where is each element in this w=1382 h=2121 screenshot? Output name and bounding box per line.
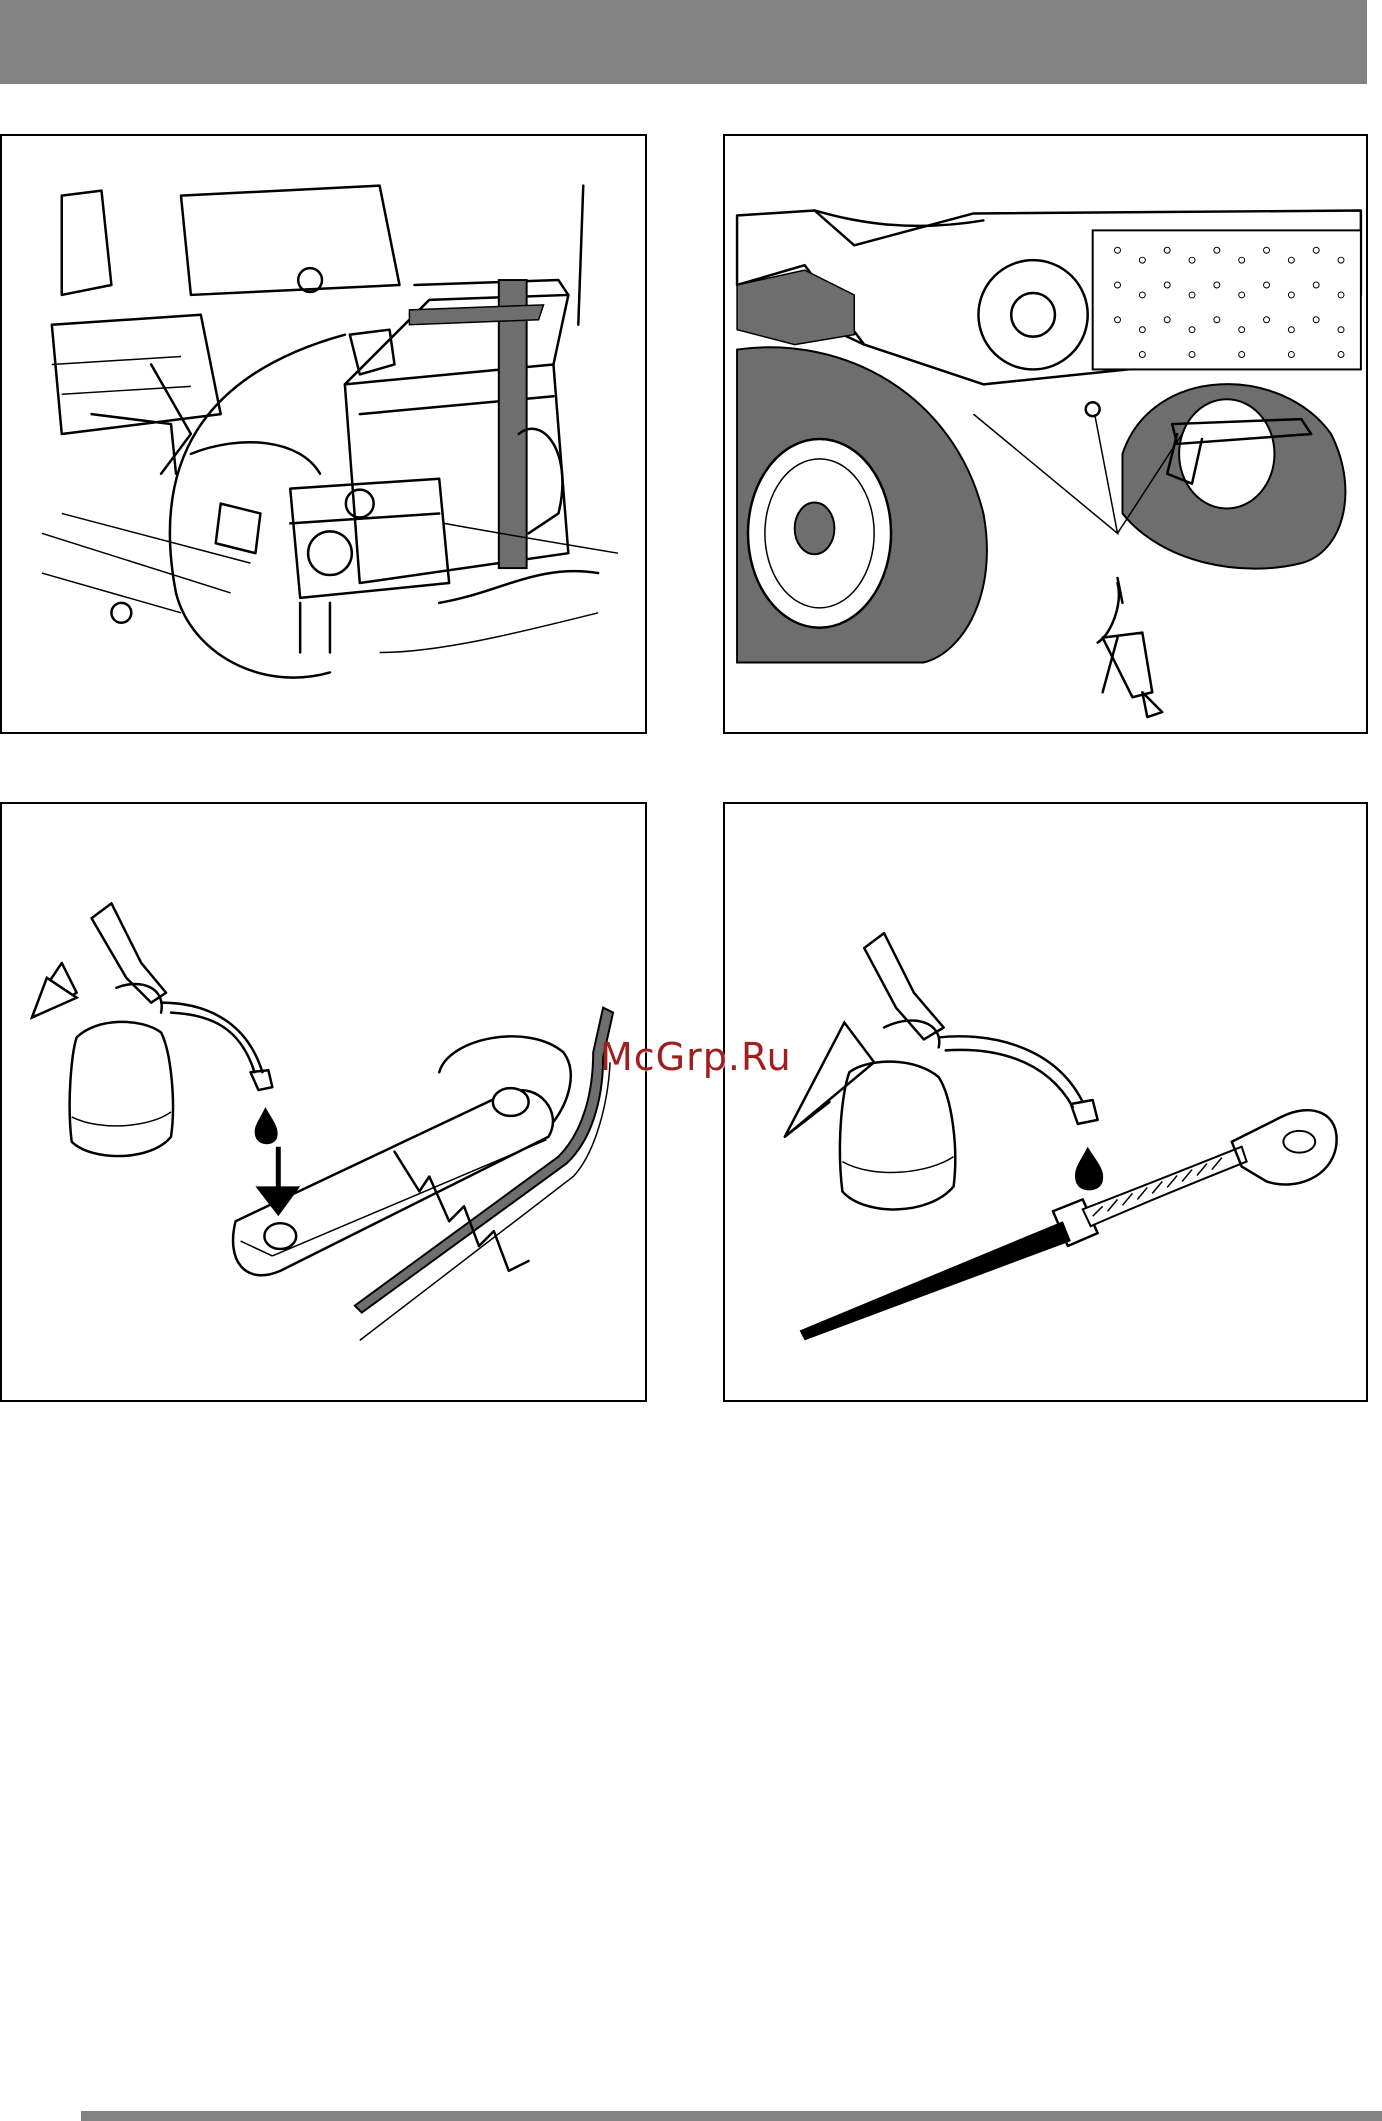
figure-oil-linkage-arm <box>0 802 647 1402</box>
cable-eyelet <box>1232 1110 1337 1184</box>
cable-sheath <box>800 1221 1071 1340</box>
oil-cable-illustration <box>725 804 1366 1400</box>
lube-point <box>264 1223 296 1249</box>
oil-linkage-illustration <box>2 804 645 1400</box>
header-bar <box>0 0 1367 84</box>
perforated-shield <box>1093 230 1361 369</box>
oil-can-icon <box>785 933 1103 1209</box>
grease-gun <box>1098 578 1163 717</box>
front-right-wheel <box>1122 384 1345 569</box>
battery-strap <box>499 280 527 568</box>
arrow-down-icon <box>255 1147 300 1217</box>
front-left-wheel <box>737 347 987 662</box>
battery-engine-illustration <box>2 136 645 732</box>
figure-battery-engine <box>0 134 647 734</box>
footer-bar <box>81 2111 1382 2121</box>
figure-wheel-grease-gun <box>723 134 1368 734</box>
control-cable <box>800 1110 1337 1340</box>
battery <box>345 280 569 583</box>
oil-can-icon <box>32 903 278 1156</box>
break-line-icon <box>395 1152 529 1271</box>
linkage-arm <box>233 1036 571 1275</box>
wheel-hub-rear <box>978 260 1087 369</box>
oil-drop <box>1075 1147 1103 1191</box>
oil-drop <box>255 1107 278 1144</box>
grease-nipple <box>1086 402 1100 416</box>
belt <box>355 1008 613 1341</box>
figure-oil-cable <box>723 802 1368 1402</box>
watermark-text: McGrp.Ru <box>600 1035 792 1079</box>
wheel-grease-illustration <box>725 136 1366 732</box>
solenoid-and-cables <box>170 335 618 678</box>
